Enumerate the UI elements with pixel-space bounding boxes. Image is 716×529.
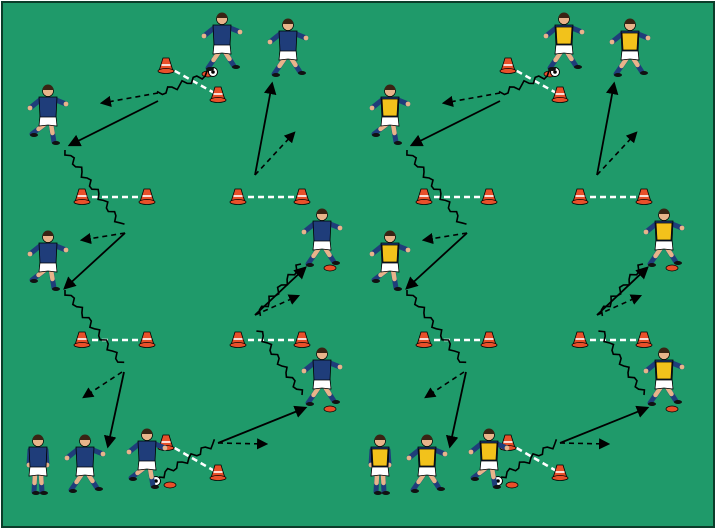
flat-marker — [666, 265, 678, 271]
flat-marker — [666, 406, 678, 412]
flat-marker — [324, 406, 336, 412]
training-bib — [656, 362, 672, 379]
training-bib — [419, 449, 435, 466]
training-bib — [382, 245, 398, 262]
training-bib — [656, 223, 672, 240]
training-bib — [372, 449, 388, 466]
flat-marker — [506, 482, 518, 488]
flat-marker — [324, 265, 336, 271]
flat-marker — [164, 482, 176, 488]
training-bib — [382, 99, 398, 116]
training-bib — [481, 443, 497, 460]
training-bib — [556, 27, 572, 44]
training-bib — [622, 33, 638, 50]
